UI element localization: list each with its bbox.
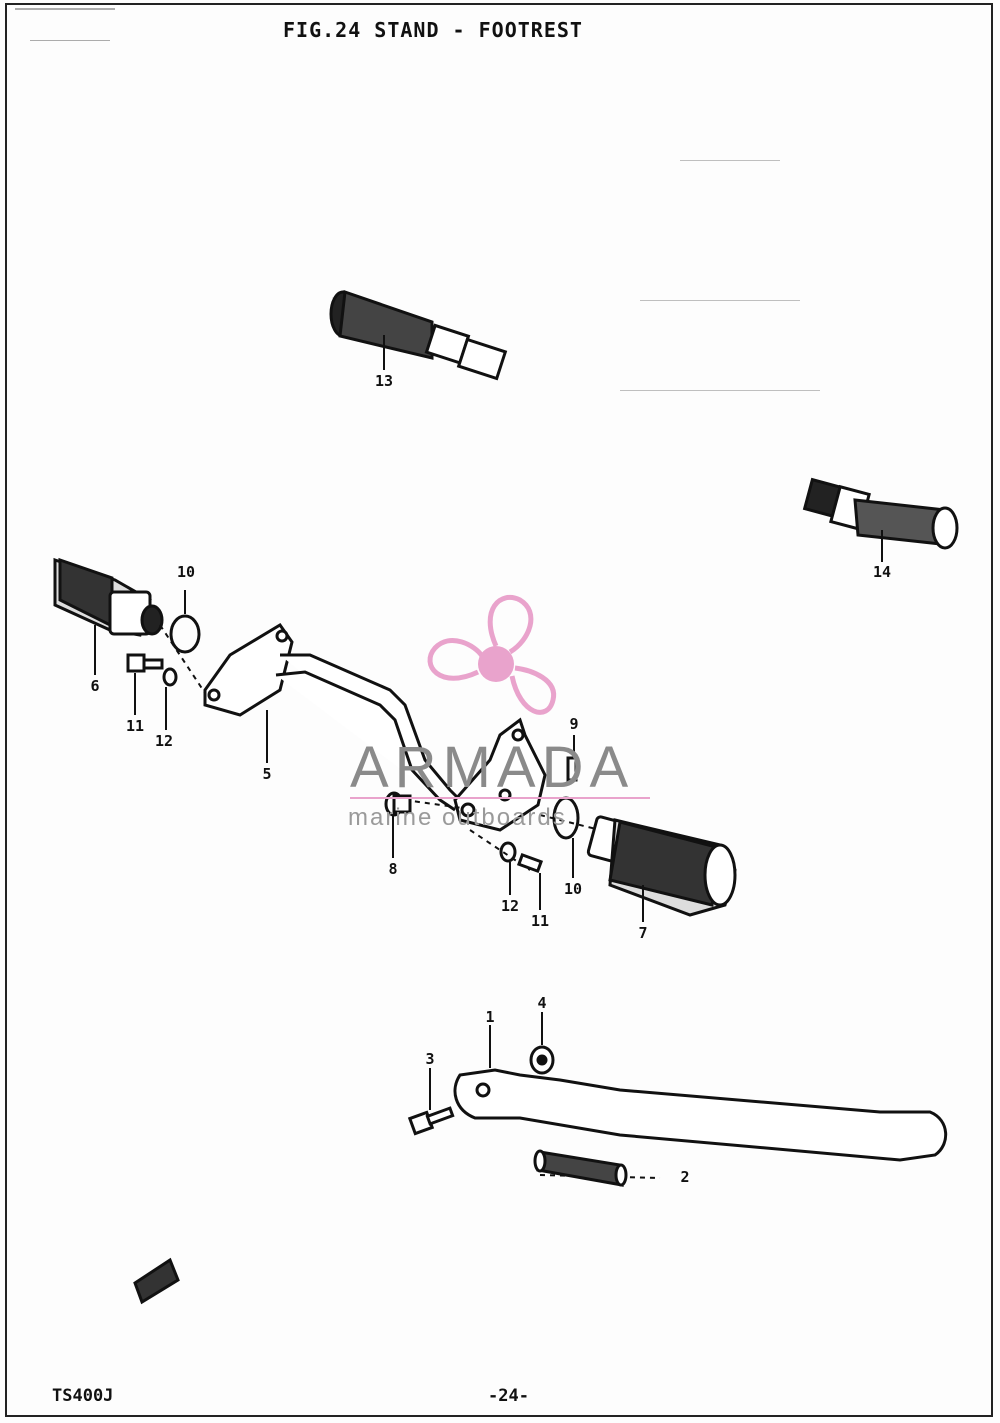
- model-code: TS400J: [52, 1386, 114, 1406]
- part-12-lockwasher-left: [162, 667, 178, 687]
- callout-7: 7: [638, 924, 648, 942]
- part-14-rear-footrest: [802, 477, 959, 550]
- callout-12-left: 12: [154, 732, 174, 750]
- callout-3: 3: [425, 1050, 435, 1068]
- part-4-nut: [529, 1045, 555, 1075]
- callout-8: 8: [388, 860, 398, 878]
- part-12-lockwasher-right: [499, 841, 517, 863]
- part-1-side-stand: [453, 1068, 948, 1162]
- page-border: [5, 3, 993, 1417]
- callout-1: 1: [485, 1008, 495, 1026]
- callout-11-right: 11: [530, 912, 550, 930]
- part-7-footrest-right: [586, 815, 737, 917]
- callout-6: 6: [90, 677, 100, 695]
- callout-5: 5: [262, 765, 272, 783]
- callout-10-right: 10: [563, 880, 583, 898]
- callout-9: 9: [569, 715, 579, 733]
- scan-noise: [15, 8, 820, 391]
- figure-title: FIG.24 STAND - FOOTREST: [283, 18, 583, 42]
- callout-leaders: [94, 335, 883, 1110]
- part-11-bolt-right: [516, 852, 544, 874]
- callout-14: 14: [872, 563, 892, 581]
- part-2-spring: [533, 1149, 628, 1187]
- callout-13: 13: [374, 372, 394, 390]
- callout-12-right: 12: [500, 897, 520, 915]
- part-3-bolt: [407, 1106, 455, 1136]
- watermark-logo: [427, 594, 557, 715]
- callout-11-left: 11: [125, 717, 145, 735]
- callout-2: 2: [680, 1168, 690, 1186]
- part-11-bolt-left: [126, 653, 164, 673]
- callout-10-left: 10: [176, 563, 196, 581]
- part-5-footrest-bracket: [203, 622, 547, 832]
- loose-part-bottom-left: [133, 1257, 180, 1305]
- watermark-tagline: marine outboards: [348, 804, 567, 831]
- callout-4: 4: [537, 994, 547, 1012]
- part-9-cotter-pin: [566, 756, 578, 782]
- part-6-footrest-left: [53, 557, 164, 637]
- watermark-brand: ARMADA: [350, 735, 635, 800]
- page-number: -24-: [488, 1386, 529, 1406]
- part-13-rear-footrest: [329, 289, 508, 381]
- part-10-washer-left: [169, 614, 201, 654]
- watermark-divider: [350, 797, 650, 799]
